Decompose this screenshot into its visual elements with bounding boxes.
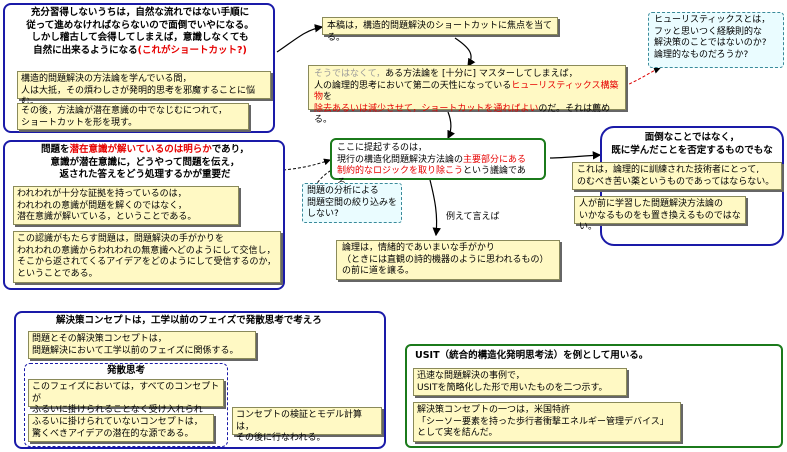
- box-not-burden: 面倒なことではなく， 既に学んだことを否定するものでもな これは，論理的に訓練さ…: [572, 126, 784, 246]
- note-rapid-cases: 迅速な問題解決の事例で， USITを簡略化した形で用いたものを二つ示す。: [413, 368, 627, 396]
- note-logic-gives-way: 論理は，情緒的であいまいな手がかり （ときには直観の詩的機器のように思われるもの…: [336, 240, 560, 280]
- arrow-focus-to-center: [454, 37, 476, 68]
- note-not-replace: 人が前に学習した問題解決方法論の いかなるものをも置き換えるものではない。: [574, 196, 746, 232]
- arrow-green-to-right: [549, 151, 602, 160]
- box-not-burden-title: 面倒なことではなく， 既に学んだことを否定するものでもな: [611, 132, 773, 156]
- box-shortcut-learning: 充分習得しないうちは，自然な流れではない手順に 従って進めなければならないので面…: [3, 3, 275, 133]
- divergent-title: 発散思考: [106, 365, 145, 376]
- arrow-ml-to-green: [282, 158, 331, 171]
- box-subconscious-title: 問題を潜在意識が解いているのは明らかであり， 意識が潜在意識に，どうやって問題を…: [41, 144, 249, 180]
- box-usit-example: USIT（統合的構造化発明思考法）を例として用いる。 迅速な問題解決の事例で， …: [405, 344, 783, 448]
- note-not-bitter-pill: これは，論理的に訓練された技術者にとって, のむべき苦い薬というものであってはな…: [572, 162, 782, 190]
- box-subconscious: 問題を潜在意識が解いているのは明らかであり， 意識が潜在意識に，どうやって問題を…: [3, 140, 285, 290]
- note-preengineering-phase: 問題とその解決策コンセプトは， 問題解決において工学以前のフェイズに関係する。: [28, 331, 256, 359]
- note-evidence-subconscious: われわれが十分な証拠を持っているのは， われわれの意識が問題を解くのではなく， …: [13, 186, 239, 225]
- note-learning-annoyance: 構造的問題解決の方法論を学んでいる間， 人は大抵，その煩わしさが発明的思考を邪魔…: [17, 71, 271, 107]
- note-no-narrowing: 問題の分析による 問題空間の絞り込みを しない?: [302, 183, 402, 223]
- note-us-patent: 解決策コンセプトの一つは，米国特許 「シーソー要素を持った歩行者衝撃エネルギー管…: [413, 402, 681, 442]
- box-concept-title: 解決策コンセプトは，工学以前のフェイズで発散思考で考えろ: [56, 315, 322, 326]
- arrow-center-to-cloud: [619, 66, 661, 89]
- note-remove-heuristics: そうではなくて，ある方法論を [十分に] マスターしてしまえば， 人の論理的思考…: [308, 65, 626, 125]
- note-verification-later: コンセプトの検証とモデル計算は， その後に行なわれる。: [232, 407, 382, 443]
- note-heuristic-question: ヒューリスティックスとは， フッと思いつく経験則的な 解決策のことではないのか?…: [648, 12, 784, 68]
- box-shortcut-title: 充分習得しないうちは，自然な流れではない手順に 従って進めなければならないので面…: [26, 7, 254, 56]
- note-accept-all-concepts: このフェイズにおいては，すべてのコンセプトが ふるいに掛けられることなく受け入れ…: [28, 379, 224, 427]
- box-usit-title: USIT（統合的構造化発明思考法）を例として用いる。: [415, 350, 649, 361]
- box-proposal: ここに提起するのは， 現行の構造化問題解決方法論の主要部分にある 制約的なロジッ…: [330, 138, 546, 188]
- arrow-tl-to-focus: [276, 24, 324, 53]
- note-focus-shortcut: 本稿は，構造的問題解決のショートカットに焦点を当てる。: [322, 17, 558, 43]
- box-divergent-thinking: 発散思考 このフェイズにおいては，すべてのコンセプトが ふるいに掛けられることな…: [24, 363, 228, 447]
- note-unsifted-source: ふるいに掛けられていないコンセプトは， 驚くべきアイデアの潜在的な源である。: [28, 414, 214, 442]
- box-concept-divergent: 解決策コンセプトは，工学以前のフェイズで発散思考で考えろ 問題とその解決策コンセ…: [14, 311, 386, 449]
- note-communication-problem: この認識がもたらす問題は，問題解決の手がかりを われわれの意識からわれわれの無意…: [13, 231, 281, 283]
- note-shortcut-emerges: その後，方法論が潜在意識の中でなじむにつれて， ショートカットを形を現す。: [17, 103, 249, 130]
- label-for-example: 例えて言えば: [446, 212, 500, 222]
